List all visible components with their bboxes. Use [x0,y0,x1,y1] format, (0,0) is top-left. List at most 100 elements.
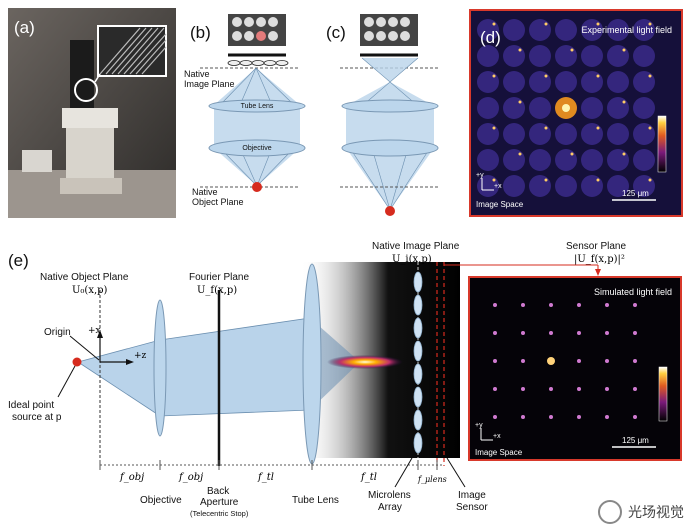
svg-text:Ideal point: Ideal point [8,400,54,411]
lenslet-spot [570,48,574,52]
svg-text:Fourier Plane: Fourier Plane [189,272,249,283]
lenslet [503,123,525,145]
panel-b-label: (b) [190,23,211,42]
svg-text:Tube Lens: Tube Lens [241,103,274,110]
panel-d-label: (d) [480,28,501,47]
lenslet [529,45,551,67]
svg-text:Sensor Plane: Sensor Plane [566,241,626,252]
svg-text:Back: Back [207,486,230,497]
power-supply-box [22,150,52,172]
beam-object [77,339,161,417]
lenslet [581,45,603,67]
lenslet [607,45,629,67]
lenslet [503,19,525,41]
lenslet-spot [596,178,600,182]
colorbar-d [657,115,667,173]
lenslet [633,149,655,171]
lenslet [607,123,629,145]
lenslet [555,175,577,197]
svg-text:Objective: Objective [140,495,182,506]
sim-spot [633,359,637,363]
lenslet [503,71,525,93]
sim-spot [577,359,581,363]
sim-spot [549,303,553,307]
sim-spot [547,357,555,365]
svg-text:+y: +y [476,172,484,179]
sim-spot [633,331,637,335]
lenslet-spot [596,22,600,26]
svg-text:Image Plane: Image Plane [184,79,235,89]
lenslet [477,45,499,67]
sim-spot [605,387,609,391]
watermark-text: 光场视觉 [628,505,684,521]
sim-spot [493,303,497,307]
lenslet [529,97,551,119]
point-source-c [385,206,395,216]
svg-text:Aperture: Aperture [200,497,239,508]
microlens [413,271,423,293]
sim-title: Simulated light field [594,287,672,297]
lenslet [633,97,655,119]
lenslet-spot [518,152,522,156]
svg-text:Objective: Objective [242,145,271,152]
lenslet [607,97,629,119]
lenslet [581,123,603,145]
lenslet-spot [622,100,626,104]
lenslet-spot [622,48,626,52]
svg-text:f_obj: f_obj [119,472,144,483]
sim-spot [577,331,581,335]
ideal-point-source [72,357,82,367]
lenslet-spot [544,74,548,78]
lenslet [581,175,603,197]
lenslet [529,149,551,171]
lenslet [555,149,577,171]
svg-text:+x: +x [493,433,501,440]
svg-text:Native Image Plane: Native Image Plane [372,241,460,252]
panel-e-label: (e) [8,251,29,270]
svg-text:Native: Native [192,187,218,197]
sim-spot [577,415,581,419]
lenslet-peak [562,104,570,112]
panel-c-diagram: (c) [326,14,440,216]
svg-text:f_obj: f_obj [178,472,203,483]
lenslet [607,71,629,93]
focus-glow [327,355,403,369]
svg-text:Image Space: Image Space [476,200,524,209]
lenslet [503,175,525,197]
sim-spot [521,387,525,391]
svg-text:Native: Native [184,69,210,79]
objective-b [208,139,306,157]
sim-spot [521,331,525,335]
lenslet-spot [492,22,496,26]
svg-text:U_i(x,p): U_i(x,p) [392,254,432,265]
lenslet-spot [492,178,496,182]
lenslet [477,71,499,93]
lenslet [607,19,629,41]
panel-e-simulated: Simulated light field 125 μm Image Space… [468,276,682,461]
sim-spot [605,359,609,363]
wechat-logo-icon [598,500,622,524]
sim-spot [605,331,609,335]
microlens [413,294,423,316]
svg-text:Object Plane: Object Plane [192,197,244,207]
lenslet-grid-d [477,19,655,197]
lenslet-spot [596,126,600,130]
beam-fourier [159,317,311,417]
lenslet [529,175,551,197]
lenslet [555,19,577,41]
sim-spot [493,415,497,419]
lenslet-spot [518,100,522,104]
microlens [413,386,423,408]
sim-spot [577,387,581,391]
svg-text:U_f(x,p): U_f(x,p) [197,285,237,296]
lenslet [633,45,655,67]
panel-d-experimental: (d) Experimental light field 125 μm Imag… [469,9,683,217]
lenslet-spot [570,152,574,156]
svg-text:Tube Lens: Tube Lens [292,495,339,506]
svg-text:Image: Image [458,490,486,501]
lenslet [633,71,655,93]
lenslet-spot [648,74,652,78]
lenslet-spot [544,126,548,130]
sim-spot [605,303,609,307]
objective-lens [153,299,167,437]
